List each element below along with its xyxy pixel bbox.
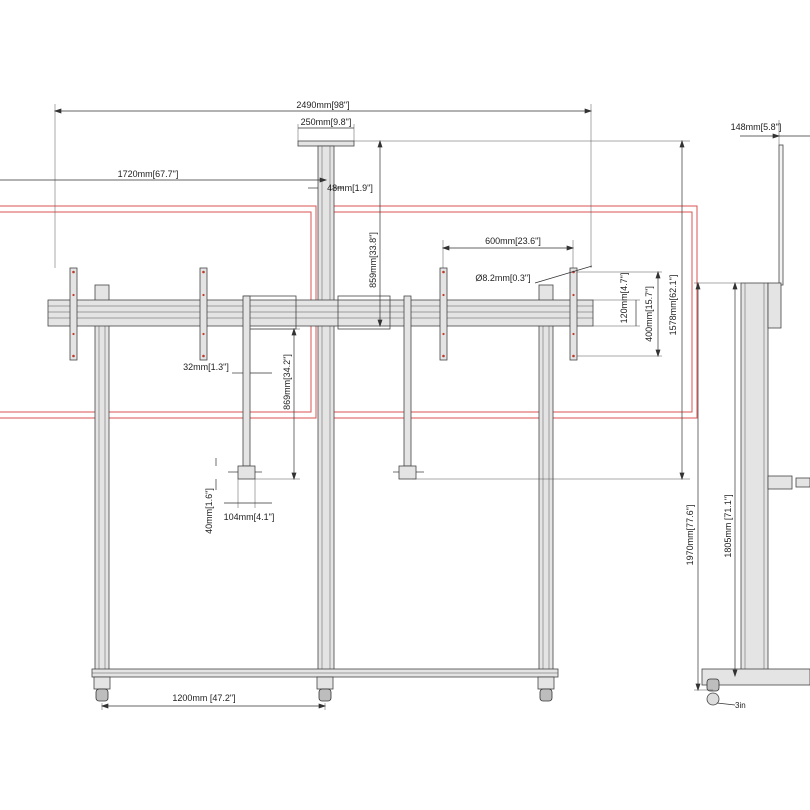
label-vesa-120: 120mm[4.7"]: [619, 273, 629, 324]
side-view-dimensions: [694, 120, 810, 706]
vesa-bracket-3: [439, 267, 448, 361]
caster-center: [316, 676, 334, 702]
center-mount-plate-right: [337, 295, 391, 330]
label-column-width: 48mm[1.9"]: [327, 183, 373, 193]
label-arm-869: 869mm[34.2"]: [282, 354, 292, 410]
stand-side-view: [701, 144, 810, 706]
label-caster: 3in: [735, 701, 746, 710]
center-column: [317, 145, 335, 677]
label-height-1805: 1805mm [71.1"]: [723, 494, 733, 557]
label-depth-148: 148mm[5.8"]: [731, 122, 782, 132]
label-center-column: 250mm[9.8"]: [301, 117, 352, 127]
vesa-bracket-1: [69, 267, 78, 361]
side-mount-bracket: [767, 282, 782, 329]
label-foot-40: 40mm[1.6"]: [204, 488, 214, 534]
side-screen-edge: [778, 144, 784, 286]
label-column-to-rail: 859mm[33.8"]: [368, 232, 378, 288]
label-overall-width: 2490mm[98"]: [296, 100, 349, 110]
side-caster: [706, 678, 720, 692]
hanging-arm-right: [393, 295, 424, 480]
caster-right: [537, 676, 555, 702]
label-vesa-400: 400mm[15.7"]: [644, 286, 654, 342]
label-vesa-600: 600mm[23.6"]: [485, 236, 541, 246]
caster-left: [93, 676, 111, 702]
label-base-1200: 1200mm [47.2"]: [172, 693, 235, 703]
dimension-lines: [0, 104, 690, 710]
vesa-bracket-4: [569, 267, 578, 361]
side-column: [740, 282, 769, 676]
hanging-arm-left: [228, 295, 262, 480]
label-bracket-32: 32mm[1.3"]: [183, 362, 229, 372]
vesa-bracket-2: [199, 267, 208, 361]
horizontal-rails: [47, 299, 594, 327]
side-caster-wheel: [706, 692, 720, 706]
label-half-span: 1720mm[67.7"]: [118, 169, 179, 179]
side-arm-foot: [767, 475, 793, 490]
column-cap: [297, 140, 355, 147]
label-total-1578: 1578mm[62.1"]: [668, 275, 678, 336]
label-height-1970: 1970mm[77.6"]: [685, 505, 695, 566]
right-leg: [538, 284, 554, 679]
left-leg: [94, 284, 110, 679]
side-arm-stub: [795, 477, 810, 488]
stand-front-view: [47, 140, 594, 702]
label-foot-104: 104mm[4.1"]: [224, 512, 275, 522]
dimension-labels: 2490mm[98"] 250mm[9.8"] 1720mm[67.7"] 48…: [118, 100, 782, 710]
label-hole-diameter: Ø8.2mm[0.3"]: [475, 273, 530, 283]
side-base: [701, 668, 810, 686]
